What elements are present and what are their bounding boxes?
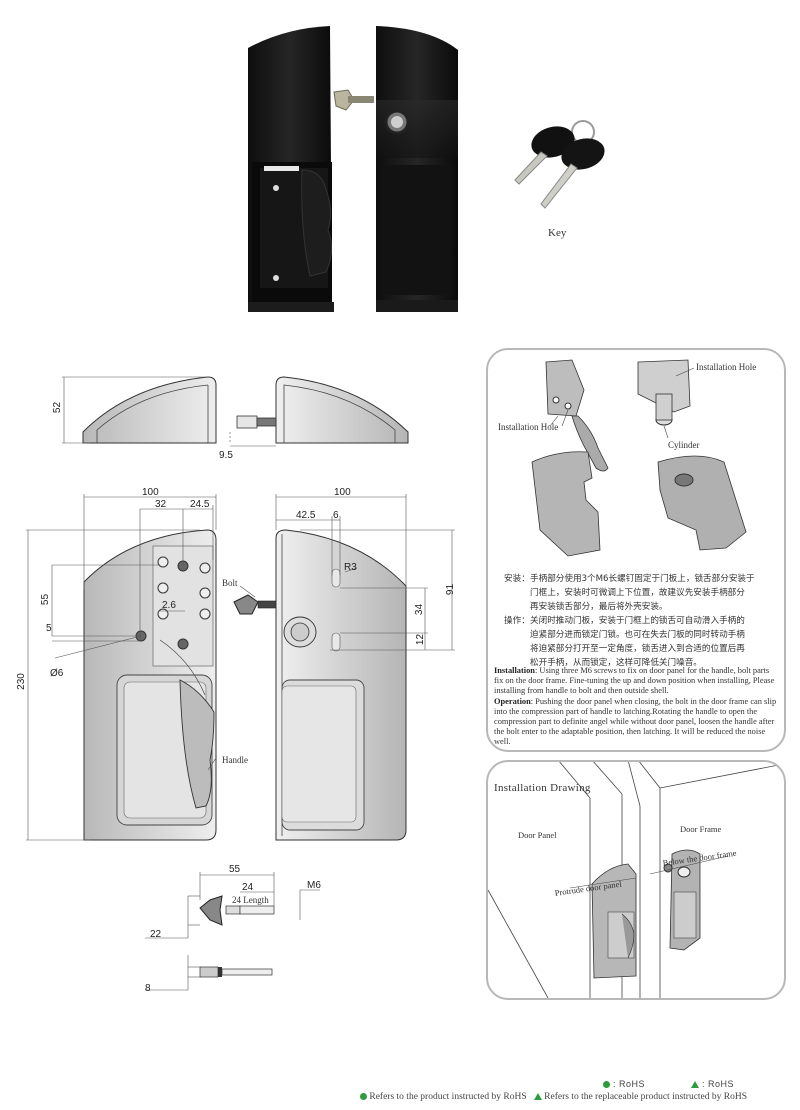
dim-bolt-length: 55 [229, 864, 241, 875]
en-operation-text: : Pushing the door panel when closing, t… [494, 696, 777, 747]
dim-offset: 42.5 [296, 510, 316, 521]
handle-callout: Handle [222, 755, 248, 765]
en-operation-title: Operation [494, 696, 531, 706]
cylinder-label: Cylinder [668, 440, 700, 450]
bolt-detail-drawing [145, 872, 320, 991]
side-view-drawing [62, 376, 409, 447]
cn-install-line: 门框上，安装时可微调上下位置，故建议先安装手柄部分 [530, 588, 745, 598]
dim-bottom-offset: 5 [46, 623, 52, 634]
legend-dot-text: Refers to the product instructed by RoHS [369, 1092, 527, 1102]
cn-operation-line: 将迫紧部分打开至一定角度，锁舌进入到合适的位置后再 [530, 644, 745, 654]
installation-hole-label-2: Installation Hole [498, 422, 559, 432]
front-view-bolt-unit [275, 529, 407, 841]
dim-bottom: 12 [415, 633, 427, 646]
side-view-bolt-housing [236, 376, 409, 444]
cn-install-block: 安装： 手柄部分使用3个M6长螺钉固定于门板上，锁舌部分安装于 门框上，安装时可… [504, 572, 784, 670]
product-photo [230, 20, 480, 320]
installation-hole-label-1: Installation Hole [696, 362, 757, 372]
en-install-title: Installation [494, 666, 535, 675]
en-instructions: Installation: Using three M6 screws to f… [494, 666, 780, 748]
key-icon [514, 120, 605, 209]
bolt-unit-installed [663, 849, 701, 951]
dim-slot-spacing: 34 [414, 603, 426, 616]
handle-bracket-part [545, 359, 609, 472]
side-view-dimension-lines [62, 376, 276, 447]
bolt-top-view [199, 895, 275, 926]
dim-radius: R3 [344, 562, 357, 573]
handle-unit-photo [248, 26, 334, 312]
lock-photo-illustration [248, 26, 458, 312]
cn-install-line: 再安装锁舌部分，最后将外壳安装。 [530, 602, 668, 612]
cn-install-title: 安装： [504, 574, 530, 584]
dim-head-height: 22 [150, 929, 162, 940]
dim-bolt-offset: 9.5 [219, 450, 233, 461]
dim-small-gap: 2.6 [162, 600, 176, 611]
legend-tri-text: Refers to the replaceable product instru… [544, 1092, 748, 1102]
exploded-parts-illustration [531, 359, 747, 557]
front-view-dimension-lines [26, 494, 455, 841]
legend-row: Refers to the product instructed by RoHS… [360, 1092, 747, 1102]
cn-operation-line: 松开手柄，从而锁定，这样可降低关门噪音。 [530, 658, 702, 668]
dim-thread: 24 [242, 882, 254, 893]
bolt-photo [333, 89, 374, 111]
rohs-triangle-icon [691, 1081, 699, 1089]
key-label: Key [548, 227, 567, 239]
dim-slot-width: 6 [333, 510, 339, 521]
dim-right-width: 100 [334, 487, 351, 498]
key-photo [505, 112, 615, 232]
legend-rohs-triangle: : RoHS [691, 1079, 734, 1089]
en-operation-paragraph: Operation: Pushing the door panel when c… [494, 697, 780, 748]
front-view-drawing [26, 494, 455, 841]
cn-operation-line: 迫紧部分进而锁定门锁。也可在失去门板的同时转动手柄 [530, 630, 745, 640]
dim-hole-diameter: Ø6 [50, 668, 64, 679]
rohs-tri-label: : RoHS [702, 1079, 735, 1089]
thread-length-label: 24 Length [232, 895, 269, 905]
installation-drawing-panel: Installation Drawing Door Panel Door Fra… [486, 760, 786, 1000]
front-view-handle-unit [83, 529, 217, 841]
door-panel-label: Door Panel [518, 830, 557, 840]
cn-install-line: 手柄部分使用3个M6长螺钉固定于门板上，锁舌部分安装于 [530, 574, 755, 584]
en-install-paragraph: Installation: Using three M6 screws to f… [494, 666, 780, 697]
bolt-unit-photo [376, 26, 458, 312]
cn-operation-line: 关闭时推动门板，安装于门框上的锁舌可自动滑入手柄的 [530, 616, 745, 626]
side-view-handle-housing [82, 376, 217, 444]
thread-size: M6 [307, 880, 321, 891]
dim-hole-spacing: 32 [155, 499, 167, 510]
rohs-dot-icon [603, 1081, 610, 1089]
legend-rohs-dot: : RoHS [603, 1079, 645, 1089]
installation-drawing-title: Installation Drawing [494, 782, 591, 794]
dim-shaft: 8 [145, 983, 151, 994]
door-frame-label: Door Frame [680, 824, 722, 834]
en-install-text: : Using three M6 screws to fix on door p… [494, 666, 775, 696]
cylinder-bracket-part [637, 359, 691, 426]
cn-operation-title: 操作： [504, 616, 530, 626]
handle-shell-part [531, 451, 601, 557]
bolt-callout: Bolt [222, 578, 238, 588]
rohs-triangle-icon [533, 1093, 542, 1101]
dim-edge: 24.5 [190, 499, 210, 510]
exploded-view-panel: Installation Hole Installation Hole Cyli… [486, 348, 786, 752]
bolt-side-view [199, 966, 273, 978]
handle-unit-installed [591, 863, 637, 979]
rohs-dot-label: : RoHS [613, 1079, 646, 1089]
dim-left-width: 100 [142, 487, 159, 498]
rohs-dot-icon [360, 1093, 367, 1101]
installation-scene-illustration [488, 762, 784, 998]
bolt-shell-part [657, 455, 747, 551]
dim-right-height: 91 [445, 583, 457, 596]
